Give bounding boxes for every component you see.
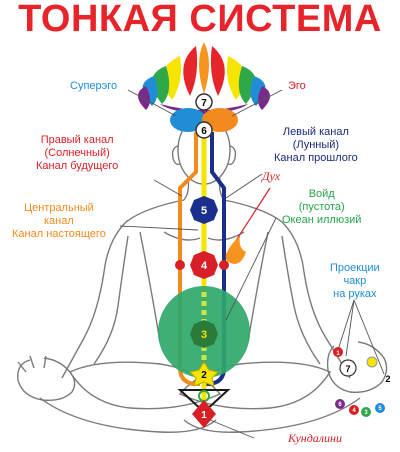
hand-chakra-1 <box>333 347 343 357</box>
hand-projections-label: Проекции чакр на руках <box>330 262 380 300</box>
hand-number-6: 6 <box>338 402 342 408</box>
left-channel-label: Левый канал (Лунный) Канал прошлого <box>274 126 358 164</box>
spirit-label: Дух <box>262 169 281 183</box>
hand-number-5: 5 <box>378 406 382 412</box>
chakra-number-4: 4 <box>201 260 208 272</box>
right-channel-heart-dot <box>175 260 185 270</box>
chakra-marker-6 <box>195 121 213 139</box>
hand-number-2: 2 <box>385 374 390 384</box>
hand-number-1: 1 <box>336 351 340 357</box>
chakra-number-5: 5 <box>201 205 207 217</box>
chakra-marker-7 <box>195 93 213 111</box>
ego-label: Эго <box>288 80 306 92</box>
hand-chakra-4 <box>349 405 359 415</box>
hand-chakra-6 <box>335 399 345 409</box>
superego-label: Суперэго <box>70 80 118 92</box>
void-label: Войд (пустота) Океан иллюзий <box>282 188 362 226</box>
right-channel-line <box>178 132 200 386</box>
chakra-number-7: 7 <box>201 98 207 109</box>
chakra-marker-1 <box>192 400 216 428</box>
chakra-number-1: 1 <box>201 410 207 421</box>
hand-chakra-7 <box>339 359 357 377</box>
right-channel-label: Правый канал (Солнечный) Канал будущего <box>36 134 119 172</box>
hand-number-3: 3 <box>364 410 368 416</box>
chakra-marker-4 <box>190 251 218 279</box>
hand-number-7: 7 <box>345 364 350 374</box>
hand-number-4: 4 <box>352 408 356 414</box>
hand-chakra-2 <box>366 356 378 368</box>
chakra-marker-2 <box>189 361 219 387</box>
chakra-number-3: 3 <box>201 329 207 341</box>
chakra-number-2: 2 <box>201 370 207 381</box>
kundalini-label: Кундалини <box>288 431 342 445</box>
page-title: ТОНКАЯ СИСТЕМА <box>18 0 382 40</box>
hand-chakra-5 <box>375 403 385 413</box>
flame-icon <box>225 236 246 264</box>
left-channel-heart-dot <box>219 260 229 270</box>
hand-chakra-3 <box>361 407 371 417</box>
central-channel-label: Центральный канал Канал настоящего <box>12 202 106 240</box>
chakra-marker-3 <box>190 320 218 348</box>
chakra-marker-5 <box>190 196 218 224</box>
chakra-number-6: 6 <box>201 126 207 137</box>
body-outline <box>17 115 388 433</box>
